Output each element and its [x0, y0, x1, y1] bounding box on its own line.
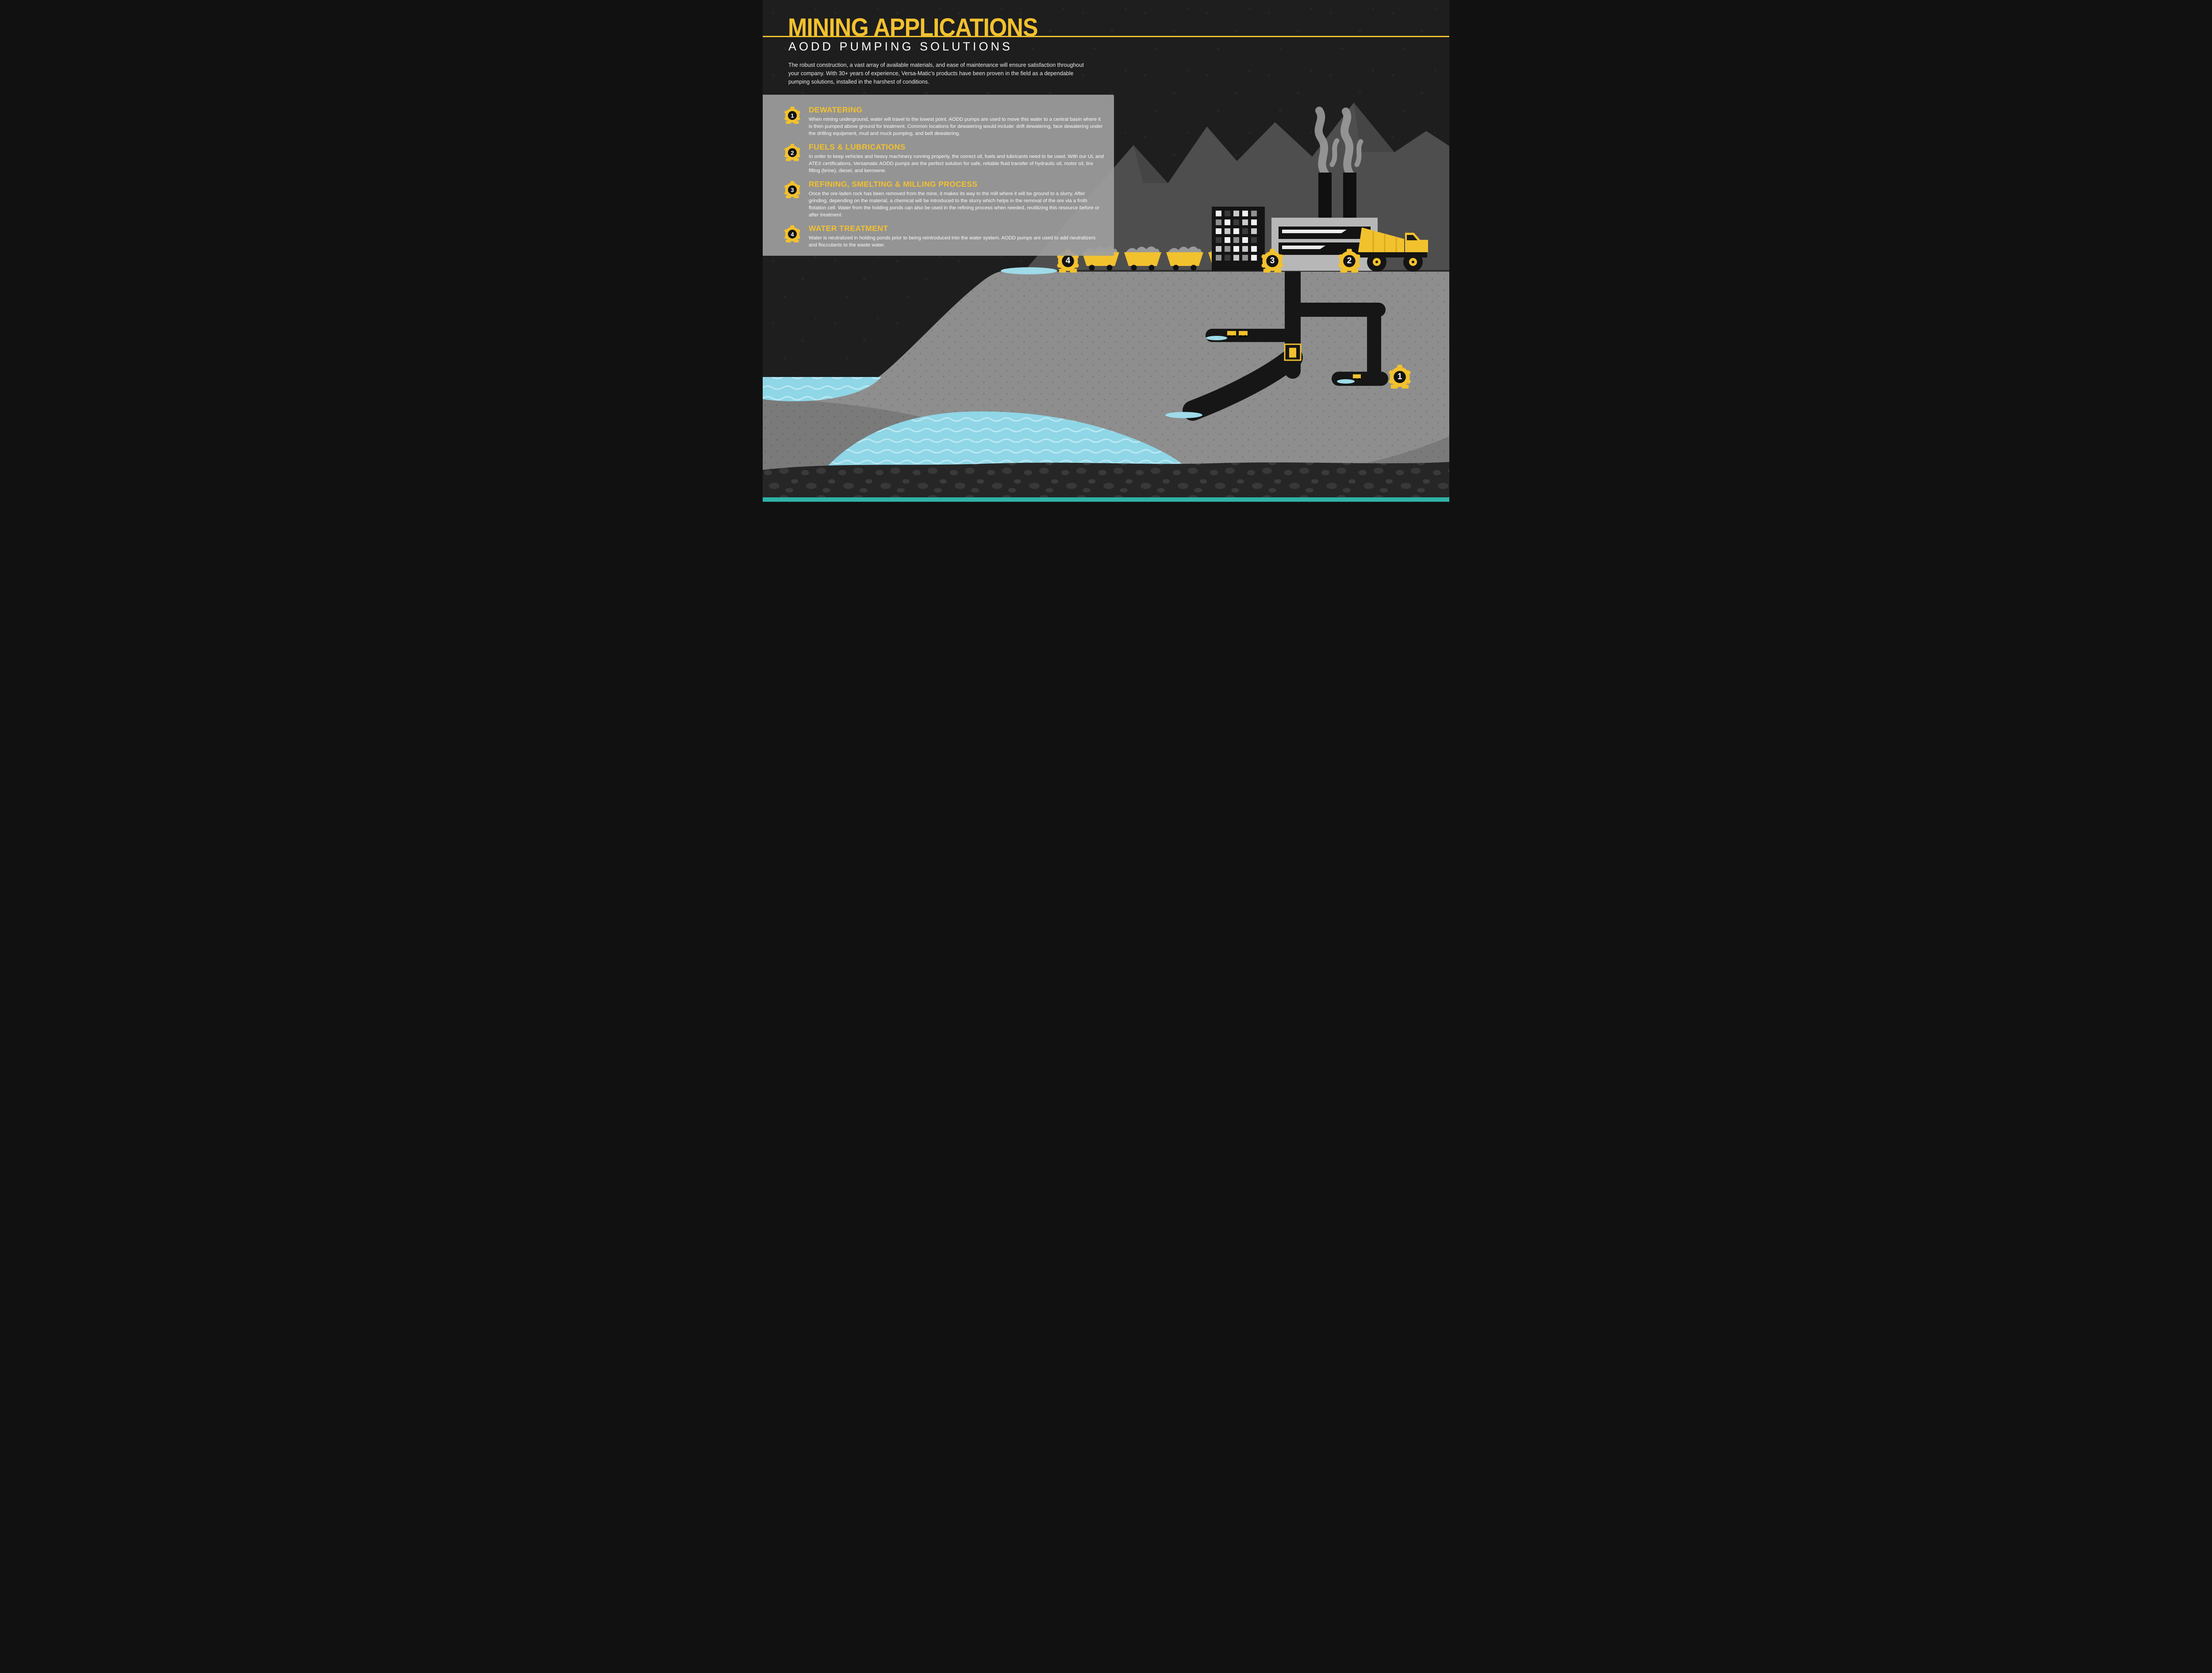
- section-body: When mining underground, water will trav…: [809, 117, 1103, 137]
- pump-icon: 4: [1055, 248, 1081, 274]
- section-title: WATER TREATMENT: [809, 224, 888, 233]
- scene-marker-refining: 3: [1260, 248, 1285, 274]
- tunnel-pool: [1165, 412, 1202, 418]
- marker-number: 4: [1065, 256, 1071, 265]
- scene-marker-fuels: 2: [1336, 248, 1362, 274]
- mine-tunnels: [1183, 265, 1388, 421]
- left-lake: [763, 377, 881, 401]
- section-fuels-lubrications: 2 FUELS & LUBRICATIONS In order to keep …: [783, 142, 1104, 174]
- marker-number: 2: [1347, 256, 1352, 265]
- pump-icon: 2: [1336, 248, 1362, 274]
- section-number: 2: [791, 149, 794, 156]
- scene-marker-water-treatment: 4: [1055, 248, 1081, 274]
- groundwater-valley: [828, 411, 1188, 479]
- pump-icon: 3: [783, 181, 802, 199]
- holding-pond: [1001, 267, 1057, 274]
- marker-number: 1: [1397, 372, 1402, 381]
- section-refining-smelting-milling: 3 REFINING, SMELTING & MILLING PROCESS O…: [783, 180, 1104, 219]
- pump-icon: 3: [1260, 248, 1285, 274]
- section-body: Water is neutralized in holding ponds pr…: [809, 235, 1096, 248]
- section-body: Once the ore-laden rock has been removed…: [809, 191, 1100, 218]
- accent-rule: [763, 36, 1449, 37]
- section-title: REFINING, SMELTING & MILLING PROCESS: [809, 180, 978, 189]
- building-windows: [1216, 211, 1257, 261]
- pump-icon: 4: [783, 225, 802, 243]
- section-dewatering: 1 DEWATERING When mining underground, wa…: [783, 105, 1104, 137]
- section-water-treatment: 4 WATER TREATMENT Water is neutralized i…: [783, 224, 1104, 249]
- infographic-page: 4 3 2 1 MINING APPLICATIONS AODD PUMPING…: [763, 0, 1449, 502]
- tunnel-pool: [1337, 379, 1355, 384]
- chimney: [1318, 173, 1332, 219]
- intro-paragraph: The robust construction, a vast array of…: [788, 62, 1084, 85]
- pump-icon: 1: [783, 106, 802, 125]
- section-number: 1: [791, 112, 794, 119]
- pump-icon: 2: [783, 143, 802, 162]
- tunnel-pool: [1206, 336, 1227, 340]
- smoke-plumes: [1314, 107, 1363, 177]
- marker-number: 3: [1270, 256, 1275, 265]
- mine-scene-illustration: [763, 0, 1449, 502]
- page-subtitle: AODD PUMPING SOLUTIONS: [788, 40, 1013, 53]
- tunnel-details: [1165, 331, 1361, 418]
- section-number: 3: [791, 186, 794, 193]
- section-number: 4: [791, 231, 794, 238]
- section-body: In order to keep vehicles and heavy mach…: [809, 154, 1104, 174]
- applications-panel: 1 DEWATERING When mining underground, wa…: [763, 95, 1114, 256]
- section-title: DEWATERING: [809, 105, 863, 114]
- scene-marker-dewatering: 1: [1387, 364, 1413, 390]
- office-building: [1212, 207, 1265, 271]
- shaft-elevator: [1284, 343, 1302, 361]
- dump-truck: [1358, 227, 1428, 272]
- chimney: [1343, 173, 1356, 219]
- teal-base-strip: [763, 497, 1449, 502]
- section-title: FUELS & LUBRICATIONS: [809, 142, 906, 152]
- mini-carts: [1227, 331, 1361, 381]
- bedrock-layer: [763, 462, 1449, 502]
- page-title: MINING APPLICATIONS: [788, 14, 1038, 42]
- pump-icon: 1: [1387, 364, 1413, 390]
